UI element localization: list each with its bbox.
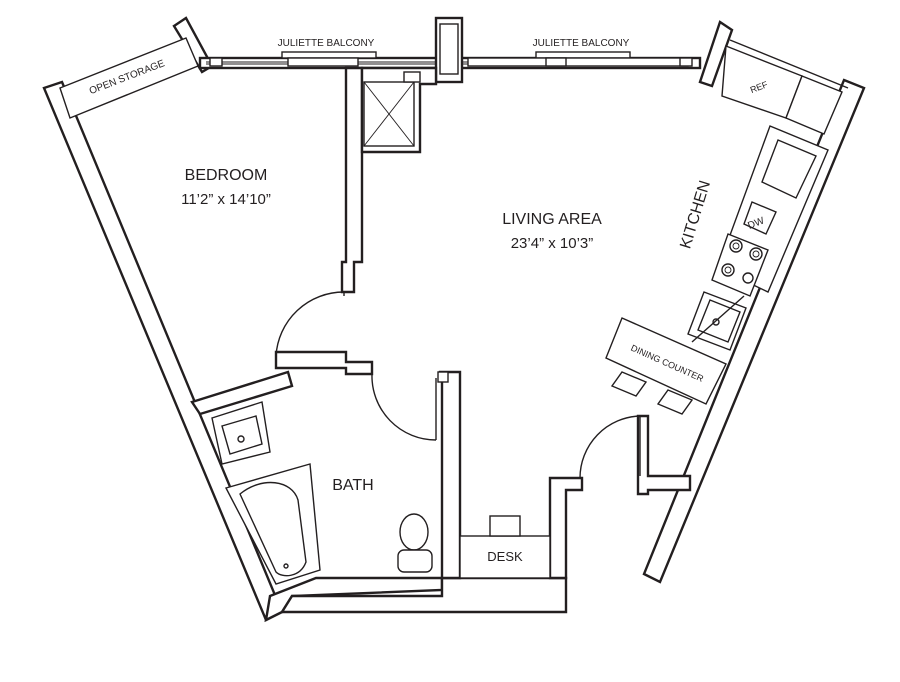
- juliette-balcony-left-label: JULIETTE BALCONY: [278, 38, 375, 49]
- desk: [459, 515, 551, 579]
- bedroom-partition: [274, 66, 374, 376]
- desk-walls: [548, 476, 584, 580]
- living-area-dimensions: 23’4” x 10’3”: [511, 235, 594, 252]
- dining-counter: [605, 317, 727, 415]
- structural-column: [434, 16, 464, 84]
- juliette-balcony-right-label: JULIETTE BALCONY: [533, 38, 630, 49]
- bedroom-dimensions: 11’2” x 14’10”: [181, 191, 271, 208]
- kitchen-partition: [636, 414, 692, 496]
- living-area-label: LIVING AREA: [502, 211, 602, 228]
- exterior-walls: [42, 16, 866, 623]
- balcony-windows: [206, 51, 693, 67]
- doors: [275, 291, 641, 479]
- bedroom-label: BEDROOM: [185, 167, 268, 184]
- shaft: [360, 66, 438, 154]
- kitchen-label: KITCHEN: [677, 179, 714, 251]
- kitchen: [687, 45, 843, 351]
- bath-walls: [190, 370, 462, 580]
- desk-label: DESK: [487, 549, 523, 564]
- bath-label: BATH: [332, 477, 373, 494]
- open-storage: [59, 37, 199, 119]
- bath-fixtures: [211, 401, 433, 585]
